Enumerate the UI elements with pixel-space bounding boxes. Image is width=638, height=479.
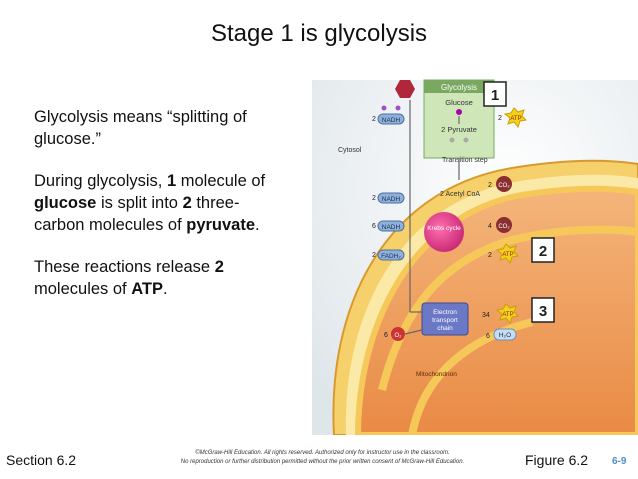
atp-label: ATP [510, 116, 521, 122]
bold-pyruvate: pyruvate [186, 216, 256, 234]
text-span: molecule of [176, 172, 266, 190]
text-span: . [163, 280, 168, 298]
nadh-label: NADH [382, 117, 401, 124]
atp-burst-icon [495, 303, 520, 325]
electron-dot [381, 105, 387, 111]
etc-label-line3: chain [437, 325, 453, 332]
co2-label: CO₂ [498, 224, 510, 230]
stage-2-number: 2 [539, 243, 547, 260]
cytosol-label: Cytosol [338, 147, 362, 154]
atp-count: 2 [488, 252, 492, 259]
paragraph-glycolysis-process: During glycolysis, 1 molecule of glucose… [34, 170, 284, 236]
text-span: molecules of [34, 280, 132, 298]
transition-step-label: Transition step [442, 157, 488, 164]
slide-title: Stage 1 is glycolysis [210, 20, 428, 47]
krebs-cycle-icon [424, 212, 464, 252]
atp-count: 34 [482, 312, 490, 319]
text-span: three-carbon molecules of [34, 194, 240, 234]
electron-transport-chain-box [421, 302, 469, 336]
pyruvate-molecule [449, 137, 455, 143]
fadh2-count: 2 [372, 252, 376, 259]
arrow [404, 329, 423, 335]
copyright-line2: No reproduction or further distribution … [180, 459, 465, 465]
fadh2-label: FADH₂ [381, 253, 401, 260]
fadh2-pill [377, 249, 405, 261]
atp-burst-icon [503, 107, 528, 129]
footer-page-number: 6-9 [612, 456, 627, 467]
two-pyruvate-label: 2 Pyruvate [441, 125, 477, 134]
stage-1-box [483, 81, 507, 107]
copyright-line1: ©McGraw-Hill Education. All rights reser… [195, 450, 450, 456]
respiration-figure: Glycolysis Glucose 2 Pyruvate 1 2 3 2 NA… [312, 60, 638, 435]
pyruvate-molecule [463, 137, 469, 143]
co2-icon [496, 217, 512, 233]
h2o-pill [493, 328, 517, 341]
paragraph-glycolysis-meaning: Glycolysis means “splitting of glucose.” [34, 108, 247, 148]
glucose-hexagon-icon [395, 80, 415, 98]
text-span: is split into [96, 194, 183, 212]
atp-label: ATP [502, 252, 513, 258]
o2-icon [391, 327, 405, 341]
nadh-pill [377, 113, 405, 125]
footer-section: Section 6.2 [6, 452, 77, 468]
nadh-pill [377, 192, 405, 204]
nadh-label: NADH [382, 196, 401, 203]
atp-count: 2 [498, 115, 502, 122]
etc-label-line1: Electron [433, 309, 457, 316]
nadh-pill [377, 220, 405, 232]
nadh-count: 2 [372, 116, 376, 123]
nadh-count: 2 [372, 195, 376, 202]
respiration-diagram: Glycolysis Glucose 2 Pyruvate 1 2 3 2 NA… [312, 79, 638, 435]
atp-burst-icon [495, 243, 520, 265]
bold-two: 2 [214, 258, 224, 276]
mitochondrion-label: Mitochondrion [416, 371, 457, 378]
stage-3-box [531, 297, 555, 323]
acetyl-coa-label: 2 Acetyl CoA [440, 191, 480, 198]
etc-label-line2: transport [432, 317, 458, 324]
text-span: . [255, 216, 260, 234]
bold-one: 1 [166, 172, 177, 190]
co2-count: 2 [488, 182, 492, 189]
co2-icon [496, 176, 512, 192]
glycolysis-header [424, 80, 494, 93]
bold-two: 2 [182, 194, 192, 212]
slide-body: Glycolysis means “splitting of glucose.”… [34, 106, 284, 320]
co2-count: 4 [488, 223, 492, 230]
bold-glucose: glucose [34, 194, 97, 212]
stage-2-box [531, 237, 555, 263]
co2-label: CO₂ [498, 183, 510, 189]
paragraph-atp-release: These reactions release 2 molecules of A… [34, 256, 284, 300]
inner-membrane [354, 185, 638, 435]
footer-copyright: ©McGraw-Hill Education. All rights reser… [150, 449, 495, 467]
h2o-label: H₂O [499, 332, 511, 339]
glycolysis-label: Glycolysis [441, 83, 477, 92]
glucose-molecule [456, 109, 462, 115]
nadh-label: NADH [382, 224, 401, 231]
text-span: These reactions release [34, 258, 215, 276]
text-span: During glycolysis, [34, 172, 167, 190]
h2o-count: 6 [486, 333, 490, 340]
bold-atp: ATP [131, 280, 163, 298]
nadh-count: 6 [372, 223, 376, 230]
stage-3-number: 3 [539, 303, 547, 320]
stage-1-number: 1 [491, 87, 499, 104]
krebs-label: Krebs cycle [427, 225, 461, 232]
electron-dot [395, 105, 401, 111]
o2-label: O₂ [395, 333, 403, 339]
atp-label: ATP [502, 312, 513, 318]
o2-count: 6 [384, 332, 388, 339]
footer-figure: Figure 6.2 [525, 452, 589, 468]
glucose-label: Glucose [445, 98, 473, 107]
